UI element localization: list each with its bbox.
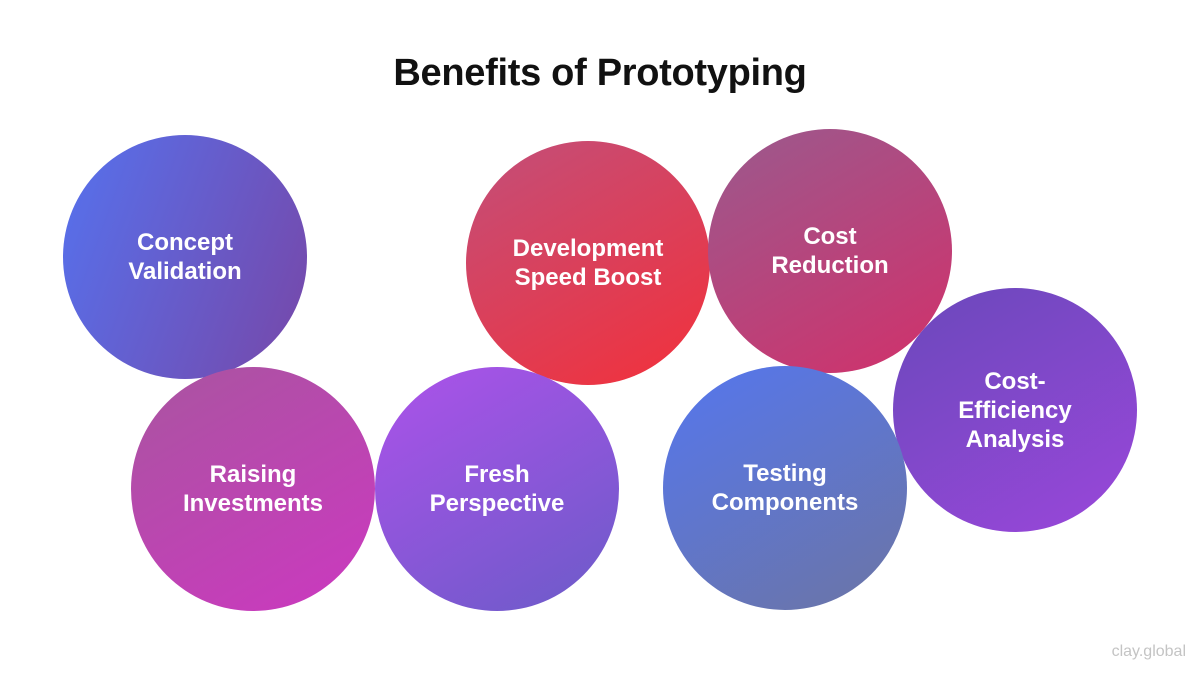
- bubble-label: Fresh Perspective: [429, 461, 565, 517]
- diagram-title: Benefits of Prototyping: [393, 52, 807, 94]
- bubble-label: Development Speed Boost: [512, 235, 664, 291]
- bubble-testing-components: Testing Components: [663, 366, 907, 610]
- watermark: clay.global: [1111, 643, 1186, 660]
- bubble-development-speed-boost: Development Speed Boost: [466, 141, 710, 385]
- bubble-label: Cost Reduction: [771, 223, 889, 279]
- bubble-label: Raising Investments: [182, 461, 324, 517]
- bubble-cost-reduction: Cost Reduction: [708, 129, 952, 373]
- bubble-cost-efficiency-analysis: Cost- Efficiency Analysis: [893, 288, 1137, 532]
- bubble-concept-validation: Concept Validation: [63, 135, 307, 379]
- bubble-label: Cost- Efficiency Analysis: [958, 367, 1072, 453]
- bubble-raising-investments: Raising Investments: [131, 367, 375, 611]
- bubble-label: Concept Validation: [128, 229, 242, 285]
- bubble-fresh-perspective: Fresh Perspective: [375, 367, 619, 611]
- bubble-label: Testing Components: [711, 460, 859, 516]
